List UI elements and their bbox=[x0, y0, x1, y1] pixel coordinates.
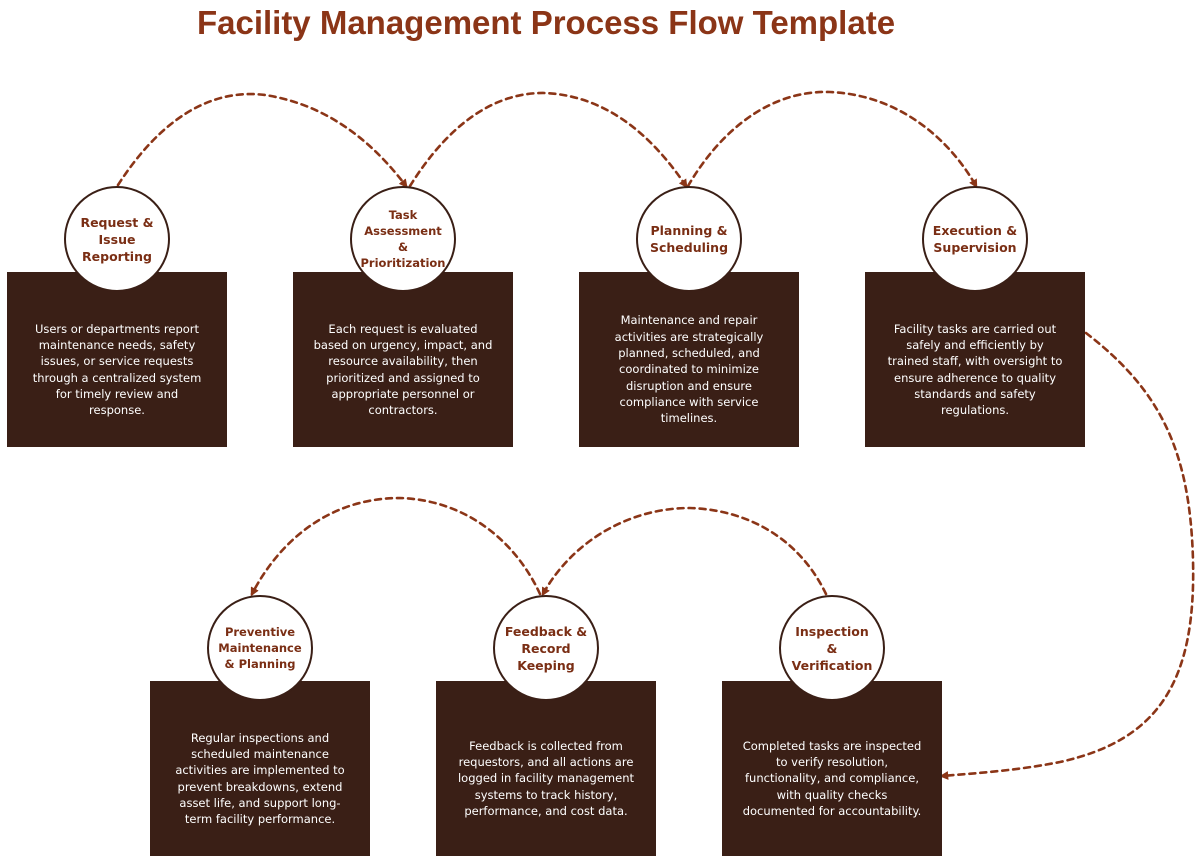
step-box-preventive: Regular inspections and scheduled mainte… bbox=[150, 681, 370, 856]
step-circle-request: Request & Issue Reporting bbox=[64, 186, 170, 292]
step-circle-assessment: Task Assessment & Prioritization bbox=[350, 186, 456, 292]
step-description: Maintenance and repair activities are st… bbox=[614, 313, 764, 426]
arrow-planning-to-execution bbox=[686, 90, 978, 189]
step-label: Task Assessment & Prioritization bbox=[360, 208, 446, 270]
step-label: Planning & Scheduling bbox=[649, 223, 729, 255]
step-description: Users or departments report maintenance … bbox=[32, 321, 202, 418]
step-circle-feedback: Feedback & Record Keeping bbox=[493, 595, 599, 701]
step-label: Feedback & Record Keeping bbox=[504, 623, 588, 673]
arrow-request-to-assessment bbox=[116, 92, 408, 189]
step-box-assessment: Each request is evaluated based on urgen… bbox=[293, 272, 513, 447]
arrow-inspection-to-feedback bbox=[541, 506, 828, 597]
step-circle-preventive: Preventive Maintenance & Planning bbox=[207, 595, 313, 701]
step-circle-inspection: Inspection & Verification bbox=[779, 595, 885, 701]
step-box-request: Users or departments report maintenance … bbox=[7, 272, 227, 447]
step-box-inspection: Completed tasks are inspected to verify … bbox=[722, 681, 942, 856]
step-circle-planning: Planning & Scheduling bbox=[636, 186, 742, 292]
step-description: Regular inspections and scheduled mainte… bbox=[175, 730, 345, 827]
arrow-feedback-to-preventive bbox=[250, 496, 542, 597]
step-description: Feedback is collected from requestors, a… bbox=[457, 738, 634, 818]
step-label: Preventive Maintenance & Planning bbox=[218, 625, 302, 671]
arrow-assessment-to-planning bbox=[408, 91, 688, 189]
step-circle-execution: Execution & Supervision bbox=[922, 186, 1028, 292]
arrow-execution-to-inspection bbox=[939, 331, 1195, 780]
step-box-feedback: Feedback is collected from requestors, a… bbox=[436, 681, 656, 856]
page-title: Facility Management Process Flow Templat… bbox=[196, 4, 896, 41]
step-description: Each request is evaluated based on urgen… bbox=[313, 321, 493, 418]
step-label: Inspection & Verification bbox=[791, 623, 873, 673]
step-label: Execution & Supervision bbox=[932, 223, 1018, 255]
step-box-execution: Facility tasks are carried out safely an… bbox=[865, 272, 1085, 447]
step-description: Completed tasks are inspected to verify … bbox=[742, 738, 922, 818]
step-label: Request & Issue Reporting bbox=[80, 214, 154, 264]
step-box-planning: Maintenance and repair activities are st… bbox=[579, 272, 799, 447]
step-description: Facility tasks are carried out safely an… bbox=[887, 321, 1063, 418]
